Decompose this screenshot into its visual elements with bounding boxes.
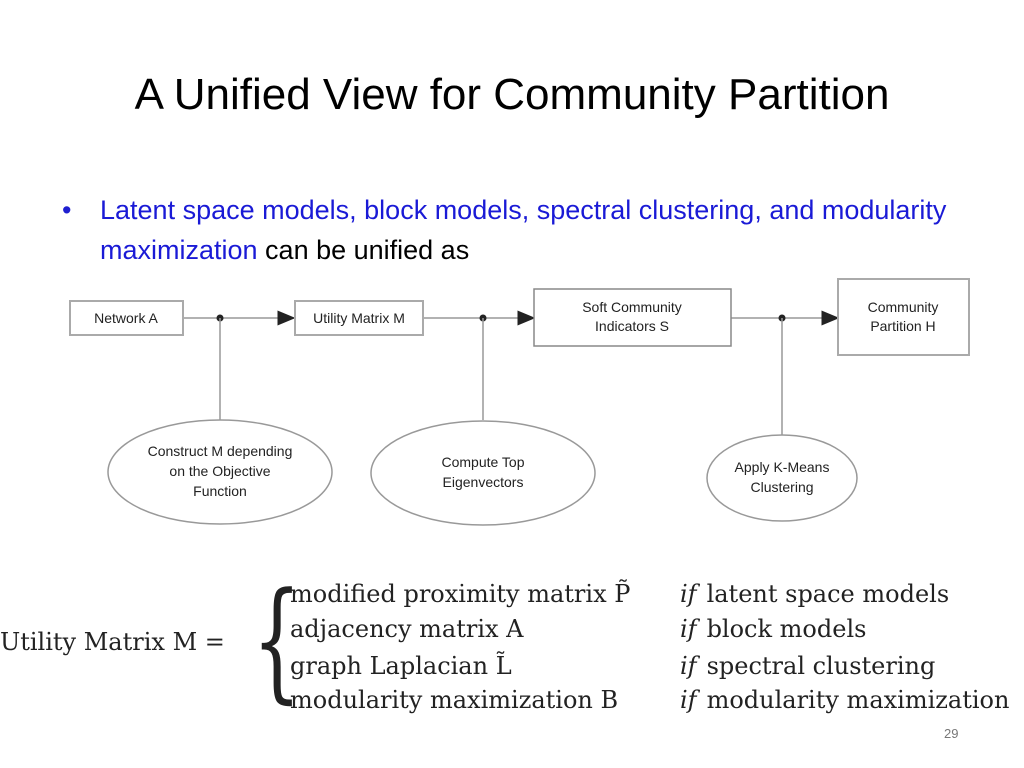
formula-if: if [680, 686, 697, 714]
flow-diagram: Network A Utility Matrix M Soft Communit… [69, 278, 970, 526]
formula-lhs: Utility Matrix M = [0, 628, 225, 656]
utility-matrix-formula: Utility Matrix M = { modified proximity … [0, 568, 1024, 728]
formula-case-expr: modularity maximization B [290, 686, 619, 714]
bullet-highlight: Latent space models, block models, spect… [100, 195, 947, 265]
bullet-dot-icon: • [62, 195, 72, 225]
step-construct-m: Construct M depending on the Objective F… [107, 419, 333, 525]
formula-case-cond: if spectral clustering [680, 652, 935, 680]
bullet-text: Latent space models, block models, spect… [100, 190, 962, 270]
formula-case-cond: if modularity maximization [680, 686, 1009, 714]
left-brace-icon: { [252, 564, 302, 716]
bullet-item: • Latent space models, block models, spe… [62, 190, 962, 270]
box-utility-matrix-label: Utility Matrix M [313, 310, 405, 326]
slide-title: A Unified View for Community Partition [134, 70, 890, 119]
step-apply-kmeans: Apply K-Means Clustering [706, 434, 858, 522]
step-construct-m-label-3: Function [193, 483, 247, 499]
step-construct-m-label-1: Construct M depending [148, 443, 293, 459]
step-compute-eigenvectors-label-2: Eigenvectors [443, 474, 524, 490]
formula-cond-text: latent space models [706, 580, 950, 608]
page-number: 29 [944, 726, 959, 741]
formula-cond-text: block models [706, 615, 867, 643]
formula-if: if [680, 580, 697, 608]
box-community-partition-label-2: Partition H [870, 318, 935, 334]
formula-case-expr: graph Laplacian L̃ [290, 652, 512, 680]
box-community-partition-label-1: Community [868, 299, 939, 315]
box-community-partition: Community Partition H [837, 278, 970, 356]
formula-case-cond: if block models [680, 615, 866, 643]
step-apply-kmeans-label-1: Apply K-Means [735, 459, 830, 475]
formula-cond-text: modularity maximization [706, 686, 1010, 714]
box-soft-community: Soft Community Indicators S [533, 288, 732, 347]
step-construct-m-label-2: on the Objective [169, 463, 270, 479]
box-soft-community-label-1: Soft Community [582, 299, 682, 315]
bullet-rest: can be unified as [257, 235, 470, 265]
box-network-a: Network A [69, 300, 184, 336]
box-network-a-label: Network A [94, 310, 158, 326]
formula-cond-text: spectral clustering [706, 652, 936, 680]
formula-if: if [680, 652, 697, 680]
step-apply-kmeans-label-2: Clustering [750, 479, 813, 495]
formula-case-expr: adjacency matrix A [290, 615, 524, 643]
box-soft-community-label-2: Indicators S [595, 318, 669, 334]
step-compute-eigenvectors-label-1: Compute Top [441, 454, 524, 470]
formula-case-expr: modified proximity matrix P̃ [290, 580, 631, 608]
formula-case-cond: if latent space models [680, 580, 949, 608]
formula-if: if [680, 615, 697, 643]
step-compute-eigenvectors: Compute Top Eigenvectors [370, 420, 596, 526]
box-utility-matrix: Utility Matrix M [294, 300, 424, 336]
